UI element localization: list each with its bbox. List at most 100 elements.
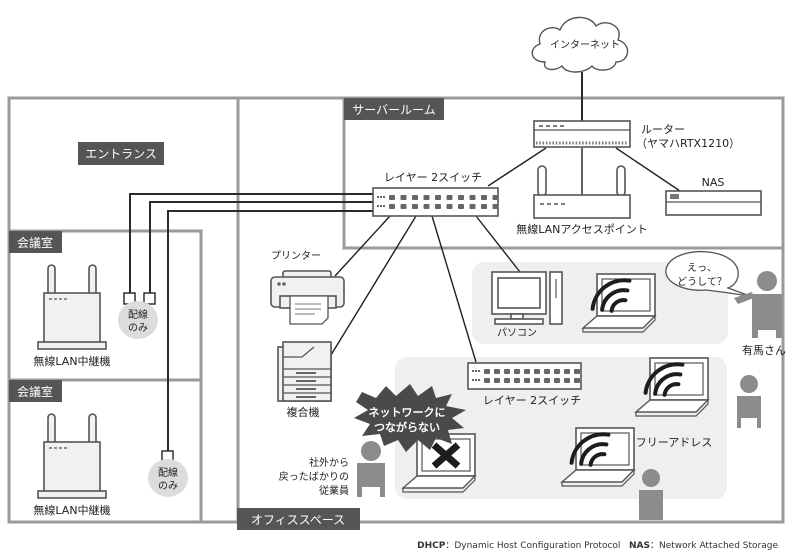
meeting-room-2-tag: 会議室 (9, 380, 62, 402)
switch-port (494, 378, 500, 383)
employee-label-line2: 戻ったばかりの (279, 470, 349, 483)
wall-jack-1b (143, 292, 156, 305)
switch-port (504, 378, 510, 383)
footer-legend: DHCP：Dynamic Host Configuration Protocol… (417, 538, 778, 551)
wiring-only-badge-2 (148, 459, 188, 497)
switch-port (554, 378, 560, 383)
wifi-signal-icon (590, 278, 632, 313)
repeater-2-icon (37, 413, 107, 499)
switch-port (389, 195, 395, 200)
cable-switch-pc (475, 215, 521, 273)
dhcp-abbr: DHCP (417, 541, 446, 551)
switch-port (494, 369, 500, 374)
nas-full: ：Network Attached Storage (650, 541, 778, 551)
cable-meeting2 (167, 210, 373, 452)
switch-port (481, 195, 487, 200)
meeting-room-1-label: 会議室 (17, 235, 53, 250)
employee-person-icon (357, 441, 385, 497)
multifunction-label: 複合機 (287, 405, 320, 419)
switch-port (446, 195, 453, 200)
wiring-only-1-line2: のみ (128, 323, 148, 334)
switch-port (564, 378, 570, 383)
broken-laptop-icon (401, 433, 477, 493)
repeater-1-icon (37, 264, 107, 350)
switch-port (574, 378, 580, 383)
switch-port (492, 204, 499, 209)
switch-port (564, 369, 570, 374)
nas-icon (665, 190, 762, 216)
laptop-icon (581, 273, 657, 333)
switch-port (514, 369, 520, 374)
switch-port (554, 369, 560, 374)
nas-label: NAS (702, 176, 725, 189)
wireless-ap-label: 無線LANアクセスポイント (516, 222, 648, 236)
switch-port (514, 378, 520, 383)
router-icon (533, 120, 631, 148)
server-room-label: サーバールーム (352, 103, 436, 117)
cable-meeting1-a (129, 193, 373, 295)
switch-port (534, 378, 540, 383)
switch-port (446, 204, 453, 209)
switch-port (458, 195, 464, 200)
switch-port (492, 195, 499, 200)
cable-meeting1-b (149, 201, 373, 295)
laptop-icon (560, 427, 636, 487)
cable-router-switch (487, 147, 547, 187)
internet-cloud-icon: インターネット (531, 16, 629, 73)
cable-switch-office-switch (431, 215, 477, 363)
switch-port (524, 369, 530, 374)
wifi-signal-icon (569, 432, 611, 467)
switch-port (412, 195, 418, 200)
person-arima-icon (734, 271, 782, 338)
employee-label-line1: 社外から (309, 456, 349, 469)
l2-switch-office-label: レイヤー 2スイッチ (483, 394, 581, 407)
server-room-wall (342, 98, 783, 250)
speech-bubble: えっ、 どうして？ (665, 250, 751, 297)
office-space-label: オフィススペース (251, 513, 345, 527)
speech-line2: どうして？ (677, 276, 727, 288)
cable-switch-mfp (330, 215, 417, 356)
wiring-only-badge-1 (118, 301, 158, 339)
l2-switch-top-icon (372, 187, 499, 217)
employee-label-line3: 従業員 (319, 484, 349, 497)
wifi-signal-icon (643, 362, 685, 397)
switch-port (389, 204, 395, 209)
switch-port (423, 195, 430, 200)
l2-switch-office-icon (467, 362, 582, 390)
printer-icon (270, 270, 345, 325)
cable-switch-printer (334, 215, 391, 277)
cable-router-nas (615, 147, 681, 192)
switch-port (400, 195, 407, 200)
switch-port (458, 204, 464, 209)
repeater-1-label: 無線LAN中継機 (33, 354, 110, 368)
person-bottom-icon (639, 469, 663, 520)
entrance-label: エントランス (85, 147, 157, 161)
meeting-room-1-tag: 会議室 (9, 231, 62, 253)
wiring-only-2-line1: 配線 (158, 466, 178, 479)
person-arima-label: 有馬さん (742, 343, 786, 357)
switch-port (481, 204, 487, 209)
laptop-icon (634, 357, 710, 417)
server-room-tag: サーバールーム (344, 98, 444, 120)
error-text-line2: つながらない (374, 420, 440, 434)
switch-port (435, 204, 441, 209)
switch-port (484, 378, 490, 383)
internet-label: インターネット (550, 39, 620, 51)
desktop-pc-icon (491, 271, 563, 325)
printer-label: プリンター (271, 250, 321, 262)
switch-port (469, 204, 476, 209)
switch-port (544, 369, 550, 374)
speech-line1: えっ、 (687, 262, 717, 274)
switch-port (423, 204, 430, 209)
switch-port (400, 204, 407, 209)
switch-port (469, 195, 476, 200)
switch-port (435, 195, 441, 200)
l2-switch-top-label: レイヤー 2スイッチ (384, 171, 482, 184)
wireless-ap-icon (533, 165, 631, 219)
multifunction-printer-icon (277, 341, 332, 402)
meeting-room-wall (9, 229, 203, 522)
dhcp-full: ：Dynamic Host Configuration Protocol (445, 541, 621, 551)
nas-abbr: NAS (629, 541, 650, 551)
switch-port (544, 378, 550, 383)
